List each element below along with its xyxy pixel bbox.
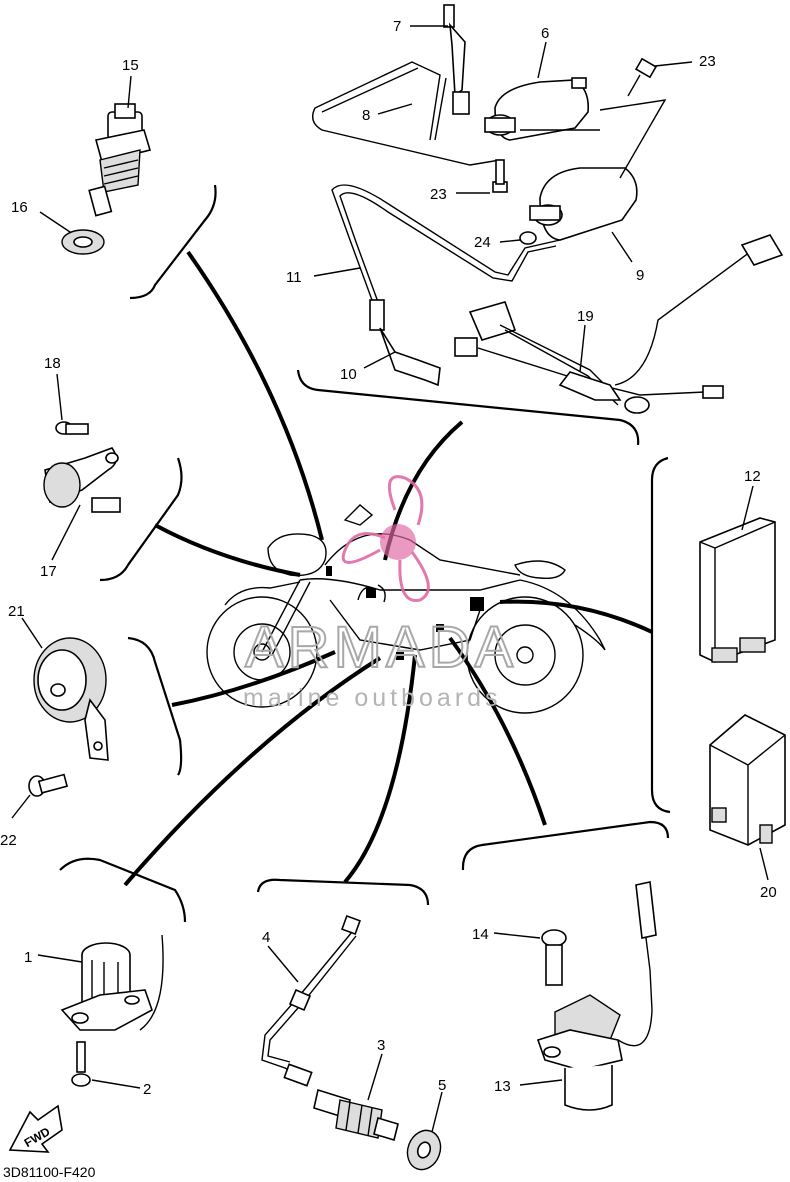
- watermark-logo: [341, 475, 430, 602]
- leader-line-4: [343, 654, 417, 884]
- callout-8: 8: [362, 107, 370, 124]
- bolt-part-22: [28, 773, 69, 797]
- callout-labels: 1 2 3 4 5 6 7 8 9 10 11 12 13 14 15 16 1…: [0, 18, 777, 1098]
- speed-sensor-part-13: [536, 881, 657, 1111]
- callout-7: 7: [393, 18, 401, 35]
- leader-line-21: [171, 650, 336, 707]
- sensor-lead-part-4: [261, 915, 361, 1087]
- motorcycle-outline: [206, 504, 606, 714]
- high-tension-lead-part-11: [331, 184, 561, 303]
- relay-part-20: [709, 714, 786, 846]
- callout-11: 11: [286, 269, 302, 286]
- callout-18: 18: [44, 355, 61, 372]
- callout-24: 24: [474, 234, 491, 251]
- forward-direction-arrow: FWD: [8, 1104, 63, 1153]
- callout-16: 16: [11, 199, 28, 216]
- callout-17: 17: [40, 563, 57, 580]
- callout-2: 2: [143, 1081, 151, 1098]
- callout-5: 5: [438, 1077, 446, 1094]
- ecu-part-12: [699, 517, 776, 663]
- nut-part-24: [519, 231, 537, 245]
- callout-4: 4: [262, 929, 270, 946]
- bracket-ecu-group: [650, 456, 671, 814]
- leader-line-17: [154, 523, 301, 577]
- callout-20: 20: [760, 884, 777, 901]
- horn-part-21: [33, 637, 109, 761]
- spark-plug-lead-part-7: [443, 4, 470, 115]
- drawing-code: 3D81100-F420: [3, 1164, 96, 1180]
- callout-19: 19: [577, 308, 594, 325]
- bracket-speed-group: [461, 820, 670, 871]
- bolt-part-2: [71, 1041, 91, 1087]
- leader-line-15: [186, 250, 324, 541]
- wire-harness-part-19: [454, 234, 784, 414]
- callout-15: 15: [122, 57, 139, 74]
- callout-9: 9: [636, 267, 644, 284]
- temperature-sensor-part: [88, 103, 152, 217]
- bracket-horn-group: [127, 636, 183, 776]
- callout-6: 6: [541, 25, 549, 42]
- sensor-part-3: [313, 1088, 399, 1142]
- spark-plug-cap-part-10: [369, 299, 441, 387]
- ignition-coil-part-6: [484, 77, 590, 141]
- bracket-sensor-group: [129, 184, 217, 300]
- leader-line-1: [123, 656, 382, 887]
- bracket-crank-sensor-group: [59, 857, 187, 923]
- bracket-ignition-group: [296, 369, 640, 446]
- speed-sensor-part-17: [43, 447, 121, 513]
- callout-23-upper: 23: [699, 53, 716, 70]
- leader-line-13: [448, 636, 547, 826]
- callout-1: 1: [24, 949, 32, 966]
- ignition-coil-part-9: [520, 129, 638, 241]
- watermark-brand: ARMADA: [245, 615, 517, 680]
- watermark-tagline: marine outboards: [243, 684, 502, 712]
- bolt-part-23-upper: [627, 57, 658, 97]
- callout-3: 3: [377, 1037, 385, 1054]
- bolt-part-23-lower: [492, 159, 508, 193]
- washer-part-16: [61, 229, 105, 255]
- callout-leaders: [11, 25, 769, 1133]
- bolt-part-14: [541, 929, 567, 986]
- bracket-speed-sensor-group: [99, 457, 183, 582]
- callout-12: 12: [744, 468, 761, 485]
- high-tension-lead-part-8: [312, 61, 501, 166]
- callout-13: 13: [494, 1078, 511, 1095]
- callout-22: 22: [0, 832, 17, 849]
- callout-21: 21: [8, 603, 25, 620]
- bolt-part-18: [55, 421, 89, 435]
- callout-10: 10: [340, 366, 357, 383]
- washer-part-5: [406, 1129, 442, 1171]
- crank-sensor-part-1: [60, 934, 164, 1031]
- callout-23-lower: 23: [430, 186, 447, 203]
- leader-line-12: [499, 599, 653, 634]
- callout-14: 14: [472, 926, 489, 943]
- bracket-o2-sensor-group: [256, 878, 430, 906]
